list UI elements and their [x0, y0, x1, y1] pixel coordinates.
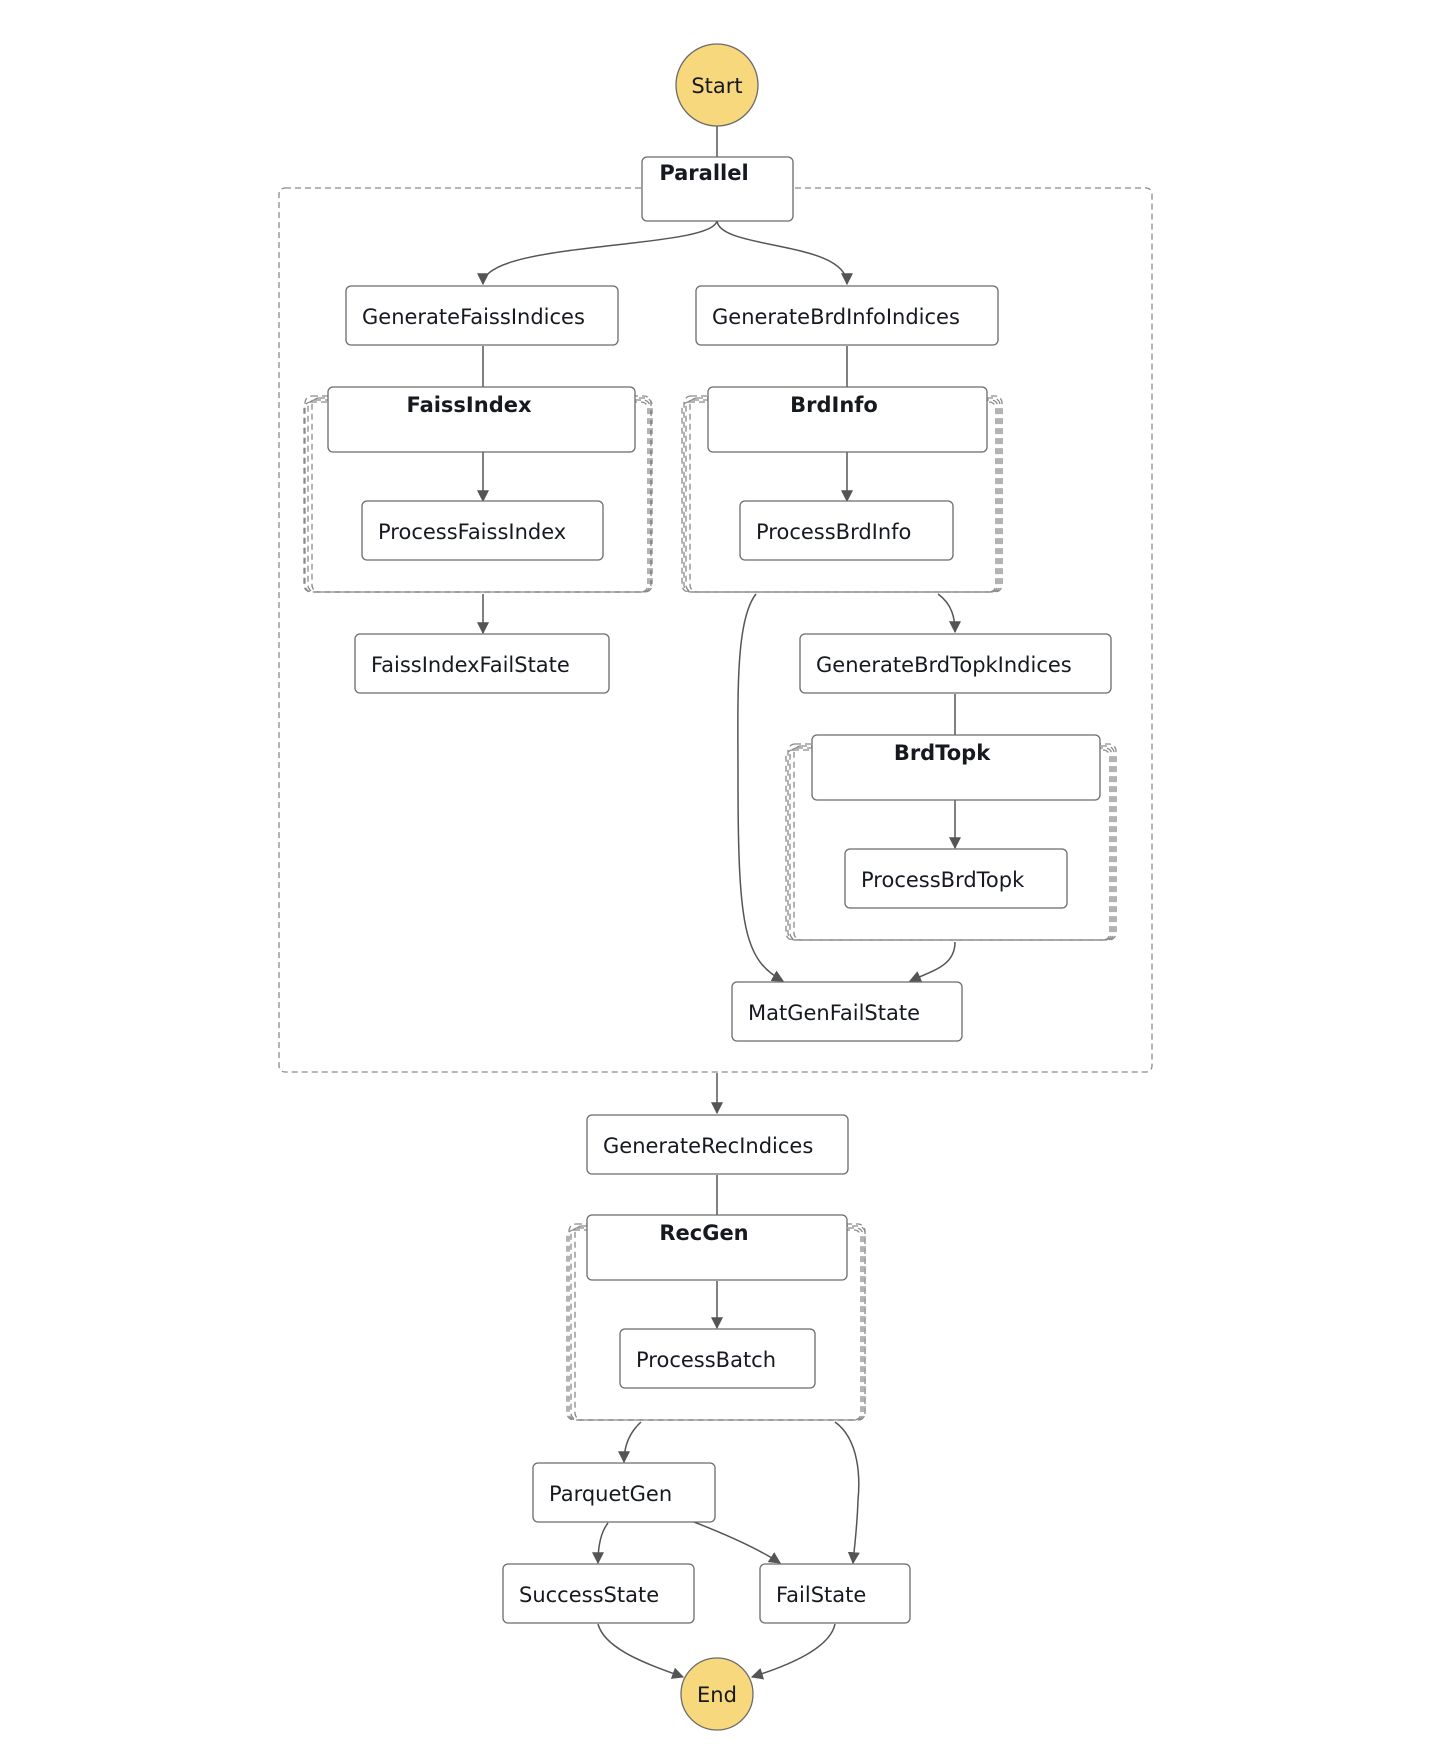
- process-brd-info-node[interactable]: ProcessBrdInfo: [739, 500, 954, 561]
- edge-fail-end: [750, 1623, 836, 1680]
- edge-parallel-generate-brd-info: [716, 219, 853, 286]
- process-brd-topk-label: ProcessBrdTopk: [861, 868, 1025, 892]
- generate-brd-topk-indices-node[interactable]: GenerateBrdTopkIndices: [799, 633, 1112, 694]
- edge-rec-gen-parquet-gen: [618, 1421, 642, 1464]
- end-circle: [680, 1657, 754, 1731]
- edge-brd-info-mat-gen-fail: [737, 593, 785, 982]
- generate-rec-indices-label: GenerateRecIndices: [603, 1134, 813, 1158]
- generate-brd-info-indices-label: GenerateBrdInfoIndices: [712, 305, 960, 329]
- brd-topk-node[interactable]: BrdTopk: [811, 734, 1101, 801]
- faiss-index-label: FaissIndex: [406, 393, 532, 417]
- edge-brd-topk-mat-gen-fail: [908, 941, 956, 983]
- fail-state-node[interactable]: FailState: [759, 1563, 911, 1624]
- parallel-label: Parallel: [659, 161, 748, 185]
- parallel-node[interactable]: Parallel: [641, 156, 794, 222]
- brd-topk-label: BrdTopk: [894, 741, 991, 765]
- rec-gen-node[interactable]: RecGen: [586, 1214, 848, 1281]
- mat-gen-fail-state-label: MatGenFailState: [748, 1001, 920, 1025]
- faiss-index-fail-state-node[interactable]: FaissIndexFailState: [354, 633, 610, 694]
- end-node[interactable]: End: [680, 1657, 754, 1731]
- generate-brd-info-indices-node[interactable]: GenerateBrdInfoIndices: [695, 285, 999, 346]
- parquet-gen-node[interactable]: ParquetGen: [532, 1462, 716, 1523]
- process-faiss-index-node[interactable]: ProcessFaissIndex: [361, 500, 604, 561]
- generate-brd-topk-indices-label: GenerateBrdTopkIndices: [816, 653, 1072, 677]
- edge-rec-gen-fail-state: [834, 1421, 860, 1565]
- success-state-node[interactable]: SuccessState: [502, 1563, 695, 1624]
- edge-parquet-gen-fail: [693, 1521, 782, 1564]
- generate-faiss-indices-node[interactable]: GenerateFaissIndices: [345, 285, 619, 346]
- parquet-gen-label: ParquetGen: [549, 1482, 672, 1506]
- success-state-label: SuccessState: [519, 1583, 659, 1607]
- generate-rec-indices-node[interactable]: GenerateRecIndices: [586, 1114, 849, 1175]
- start-circle: [675, 43, 759, 127]
- start-node[interactable]: Start: [675, 43, 759, 127]
- edge-parallel-generate-faiss: [477, 219, 718, 286]
- process-brd-topk-node[interactable]: ProcessBrdTopk: [844, 848, 1068, 909]
- start-label: Start: [691, 74, 742, 98]
- process-brd-info-label: ProcessBrdInfo: [756, 520, 911, 544]
- process-batch-node[interactable]: ProcessBatch: [619, 1328, 816, 1389]
- process-faiss-index-label: ProcessFaissIndex: [378, 520, 566, 544]
- rec-gen-label: RecGen: [659, 1221, 748, 1245]
- process-batch-label: ProcessBatch: [636, 1348, 776, 1372]
- brd-info-label: BrdInfo: [790, 393, 878, 417]
- end-label: End: [697, 1683, 737, 1707]
- edge-success-end: [597, 1623, 685, 1679]
- edge-brd-info-generate-topk: [937, 593, 961, 634]
- faiss-index-node[interactable]: FaissIndex: [327, 386, 636, 453]
- mat-gen-fail-state-node[interactable]: MatGenFailState: [731, 981, 963, 1042]
- edge-parquet-gen-success: [592, 1522, 609, 1565]
- generate-faiss-indices-label: GenerateFaissIndices: [362, 305, 585, 329]
- brd-info-node[interactable]: BrdInfo: [707, 386, 988, 453]
- fail-state-label: FailState: [776, 1583, 866, 1607]
- faiss-index-fail-state-label: FaissIndexFailState: [371, 653, 570, 677]
